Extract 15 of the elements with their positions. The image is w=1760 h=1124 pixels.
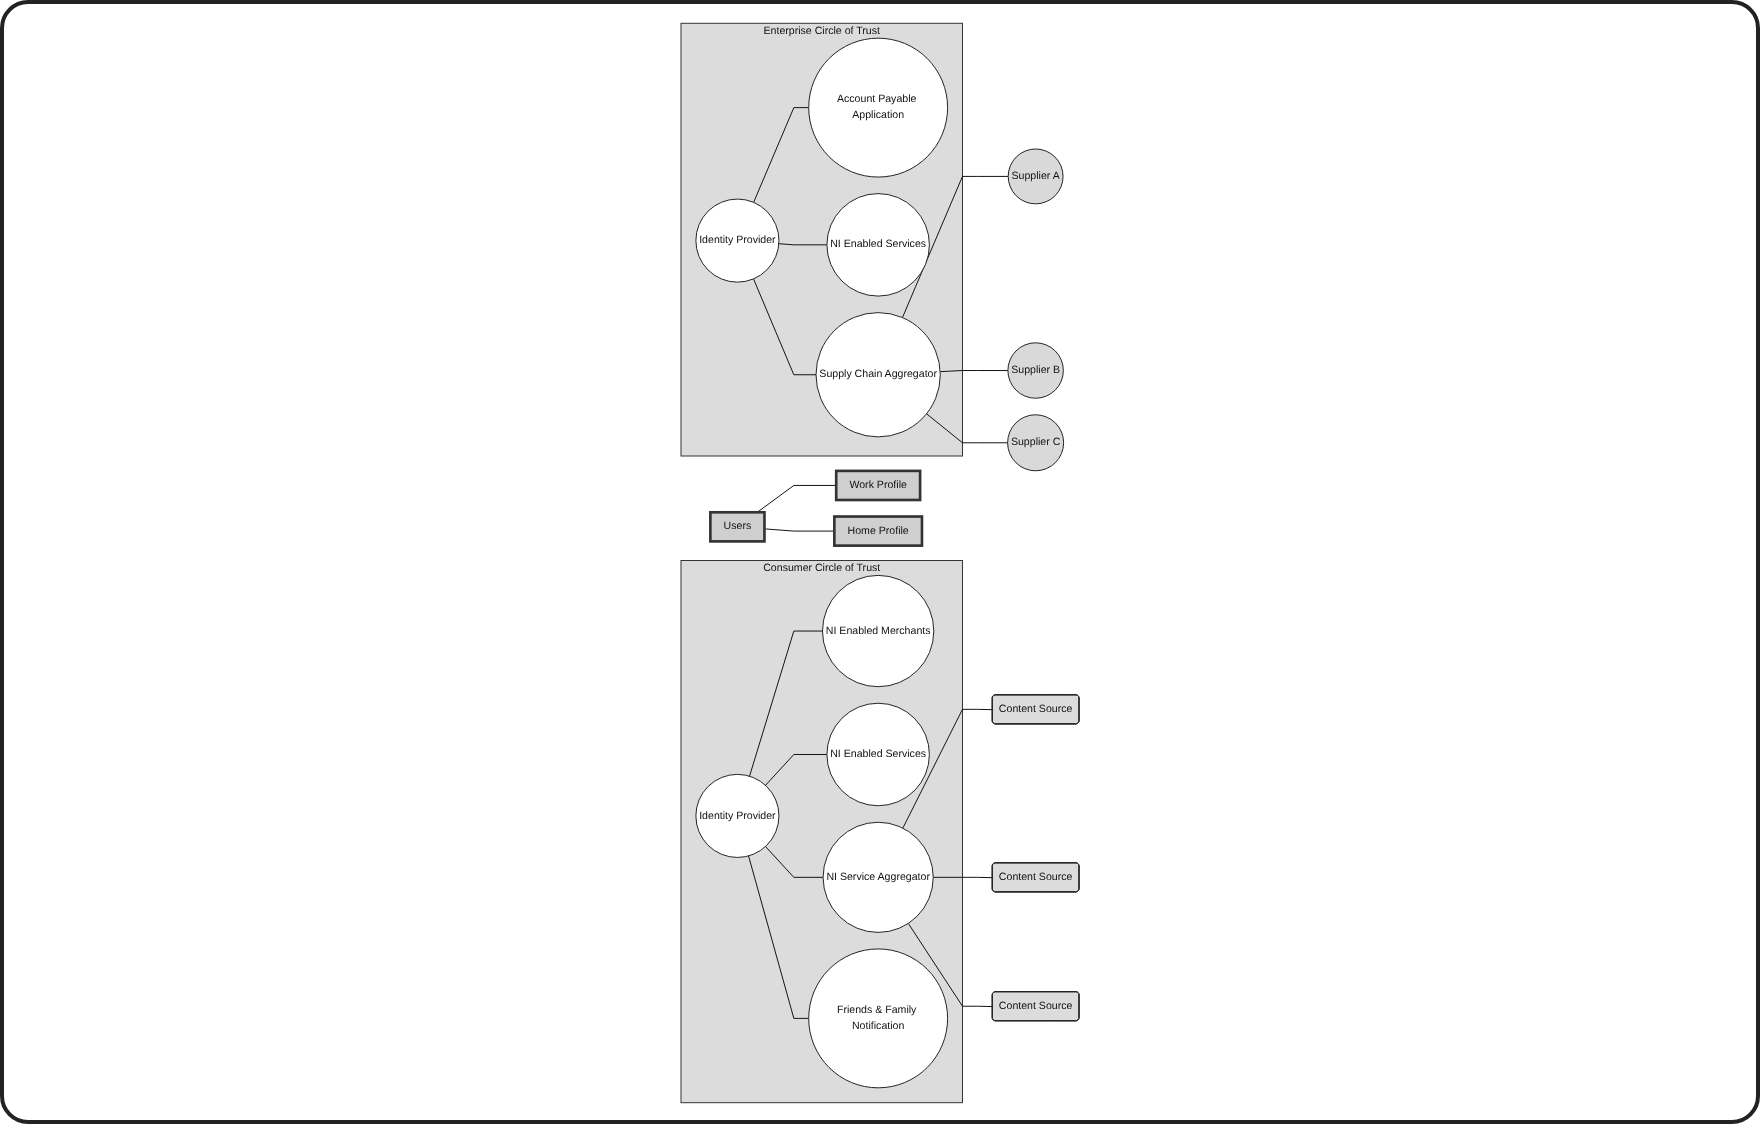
connector [932, 875, 994, 878]
connector [907, 921, 994, 1007]
connector [765, 753, 828, 785]
connector [926, 412, 1009, 443]
connector [763, 527, 835, 531]
connector [778, 242, 828, 245]
connector [901, 174, 1009, 318]
connector [749, 629, 823, 776]
connector [765, 845, 824, 877]
connector [753, 277, 817, 375]
connector [939, 369, 1009, 372]
connector [753, 106, 810, 202]
connector [748, 854, 810, 1018]
connector [756, 483, 837, 512]
connector [902, 707, 994, 828]
